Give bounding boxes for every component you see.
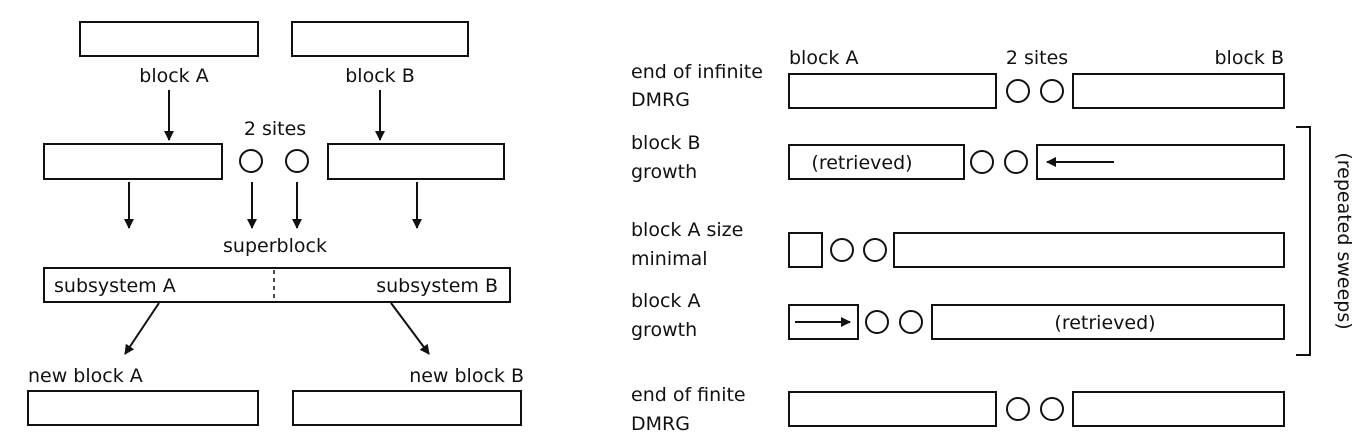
row-label-line1: block B	[631, 132, 701, 154]
block-b-enlarged-box	[327, 143, 505, 180]
arrow-to-new-block-b	[390, 302, 430, 355]
row-label-line2: growth	[631, 161, 697, 183]
row-label-line1: end of infinite	[631, 61, 763, 83]
row-label-line2: DMRG	[631, 413, 690, 435]
new-block-b-box	[292, 390, 522, 426]
new-block-b-label: new block B	[409, 365, 524, 387]
block-b-label: block B	[345, 65, 415, 87]
row-label-line2: DMRG	[631, 89, 690, 111]
block-a-box	[788, 73, 997, 109]
row-label-line1: block A size	[631, 219, 743, 241]
subsystem-a-label: subsystem A	[54, 275, 176, 297]
row-label-line2: minimal	[631, 248, 708, 270]
block-b-box	[1072, 391, 1285, 427]
retrieved-label: (retrieved)	[1054, 312, 1155, 334]
site-circle	[1004, 150, 1028, 174]
block-a-retrieved-box	[788, 144, 965, 180]
block-a-label: block A	[139, 65, 208, 87]
site-circle	[863, 238, 887, 262]
two-sites-label: 2 sites	[244, 118, 306, 140]
row-end-of-finite: end of finite DMRG	[631, 384, 1285, 435]
row-end-of-infinite: end of infinite DMRG	[631, 61, 1285, 111]
site-circle	[1006, 79, 1030, 103]
site-circle	[1040, 397, 1064, 421]
infinite-dmrg-step: block A block B 2 sites superblock subsy…	[27, 21, 524, 426]
header-two-sites-label: 2 sites	[1006, 47, 1068, 69]
finite-dmrg-sweeps: block A 2 sites block B end of infinite …	[631, 47, 1355, 435]
site-circle	[970, 150, 994, 174]
block-b-maximal-box	[893, 232, 1285, 268]
row-label-line1: block A	[631, 290, 700, 312]
site-circle	[1006, 397, 1030, 421]
block-a-minimal-box	[788, 232, 823, 268]
repeated-sweeps-label: (repeated sweeps)	[1333, 152, 1355, 329]
row-label-line2: growth	[631, 319, 697, 341]
superblock-label: superblock	[223, 235, 327, 257]
arrow-to-new-block-a	[124, 302, 160, 355]
block-b-box	[291, 21, 469, 57]
retrieved-label: (retrieved)	[811, 152, 912, 174]
block-a-box	[788, 391, 997, 427]
new-block-a-box	[27, 390, 259, 426]
superblock-box	[43, 267, 511, 303]
header-block-b-label: block B	[1215, 47, 1285, 69]
subsystem-b-label: subsystem B	[376, 275, 498, 297]
site-circle	[899, 310, 923, 334]
site-circle	[285, 149, 309, 173]
site-circle	[830, 238, 854, 262]
row-block-a-growth: block A growth (retrieved)	[631, 290, 1285, 341]
row-label-line1: end of finite	[631, 384, 746, 406]
site-circle	[239, 149, 263, 173]
block-b-retrieved-box	[931, 304, 1285, 340]
block-b-box	[1072, 73, 1285, 109]
new-block-a-label: new block A	[28, 365, 143, 387]
block-a-enlarged-box	[43, 143, 223, 180]
row-block-b-growth: block B growth (retrieved)	[631, 132, 1285, 183]
header-block-a-label: block A	[789, 47, 858, 69]
site-circle	[865, 310, 889, 334]
sweeps-bracket	[1296, 126, 1311, 356]
site-circle	[1040, 79, 1064, 103]
row-block-a-minimal: block A size minimal	[631, 219, 1285, 270]
block-a-box	[79, 21, 259, 57]
